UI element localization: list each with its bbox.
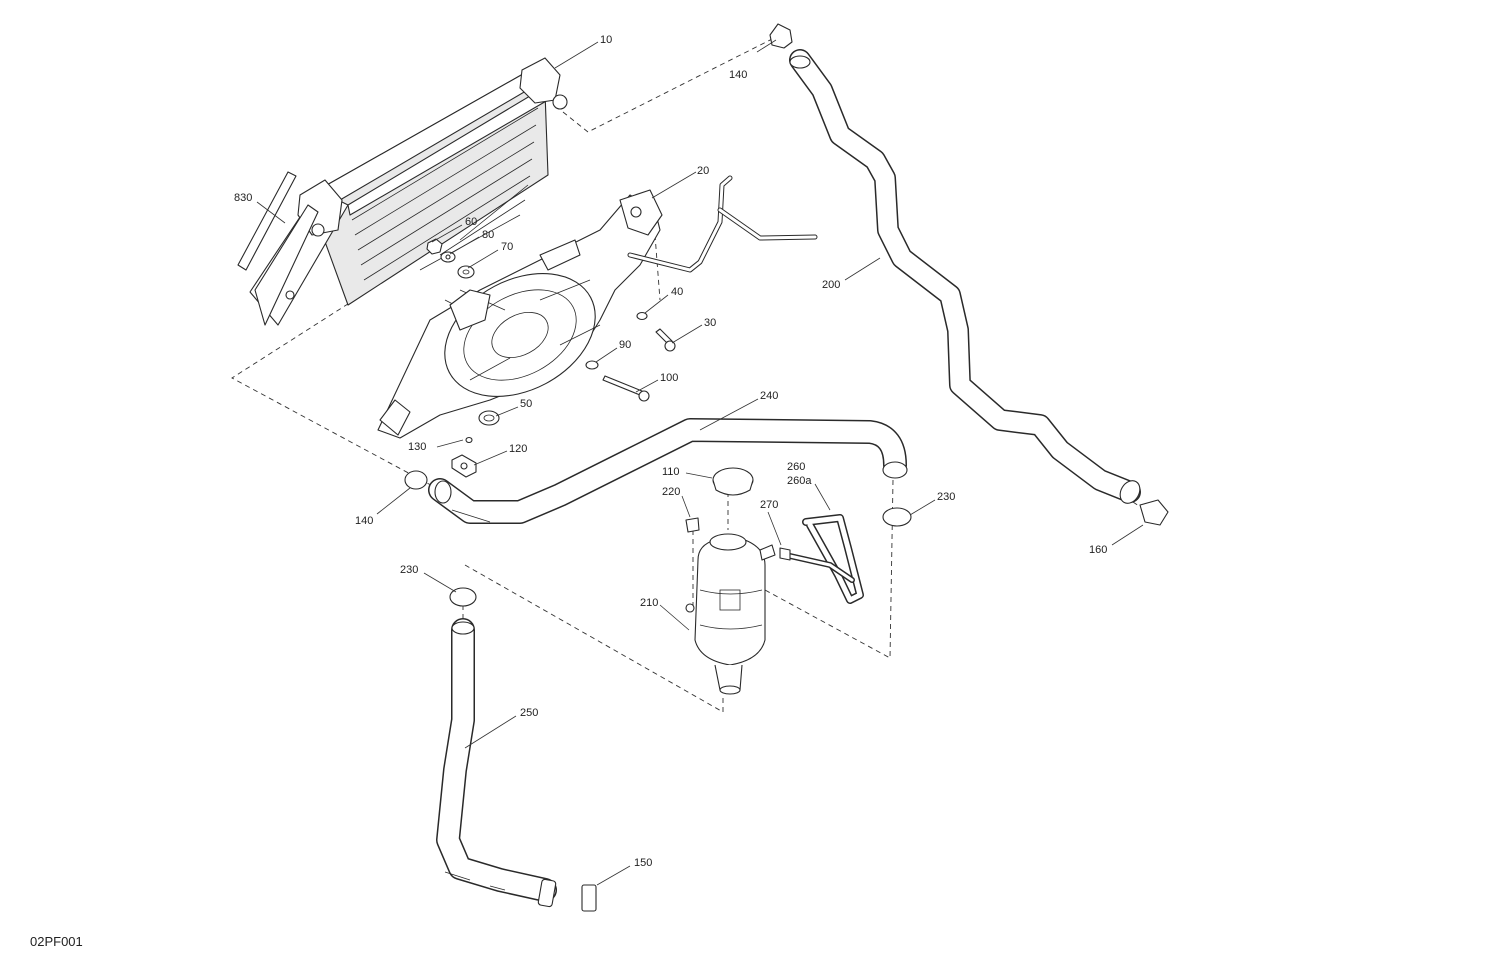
callout-250: 250 (520, 707, 538, 719)
callout-830: 830 (234, 192, 252, 204)
callout-240: 240 (760, 390, 778, 402)
overflow-hose (779, 514, 864, 604)
hose-240 (428, 418, 908, 524)
callout-130: 130 (408, 441, 426, 453)
callout-20: 20 (697, 165, 709, 177)
radiator (249, 57, 568, 326)
fan-shroud (377, 175, 818, 439)
callout-10: 10 (600, 34, 612, 46)
callout-210: 210 (640, 597, 658, 609)
foam-strip (237, 171, 297, 271)
callout-90: 90 (619, 339, 631, 351)
callout-70: 70 (501, 241, 513, 253)
drawing-code: 02PF001 (30, 934, 83, 949)
callout-40: 40 (671, 286, 683, 298)
callout-50: 50 (520, 398, 532, 410)
callout-270: 270 (760, 499, 778, 511)
callout-120: 120 (509, 443, 527, 455)
callout-80: 80 (482, 229, 494, 241)
callout-60: 60 (465, 216, 477, 228)
hardware (426, 238, 676, 478)
callout-230-left: 230 (400, 564, 418, 576)
hose-200 (789, 49, 1141, 504)
leader-lines (256, 39, 1144, 886)
callout-140-top: 140 (729, 69, 747, 81)
callout-220: 220 (662, 486, 680, 498)
callout-150: 150 (634, 857, 652, 869)
callout-260: 260 (787, 461, 805, 473)
callout-230-right: 230 (937, 491, 955, 503)
callout-100: 100 (660, 372, 678, 384)
hose-250 (436, 618, 557, 908)
callout-30: 30 (704, 317, 716, 329)
callout-140-left: 140 (355, 515, 373, 527)
callout-160: 160 (1089, 544, 1107, 556)
callout-260a: 260a (787, 475, 812, 487)
callout-200: 200 (822, 279, 840, 291)
coolant-reservoir (685, 467, 776, 695)
callout-labels: 10 20 830 60 80 70 40 30 90 100 50 130 1… (234, 34, 1107, 869)
clamps (404, 23, 1169, 912)
callout-110: 110 (662, 466, 680, 478)
